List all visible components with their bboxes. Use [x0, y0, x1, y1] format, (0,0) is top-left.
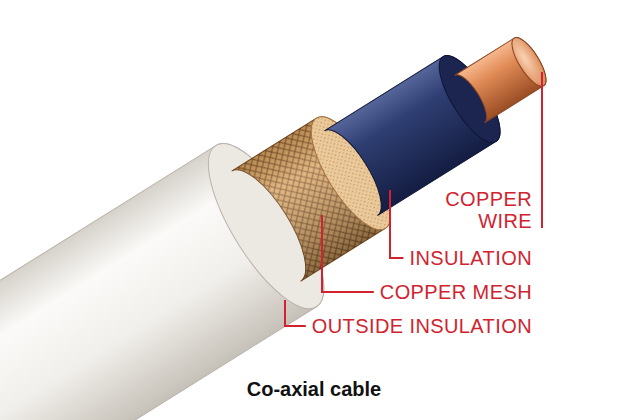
copper-wire	[455, 33, 552, 123]
cable-drawing	[0, 0, 588, 420]
leader-line	[322, 215, 374, 292]
figure-caption: Co-axial cable	[0, 378, 628, 401]
leader-line	[541, 72, 543, 228]
wire-face	[506, 33, 552, 91]
part-label: COPPER WIRE	[432, 188, 532, 232]
leader-line	[285, 300, 306, 326]
part-label: OUTSIDE INSULATION	[312, 315, 532, 337]
leader-line	[390, 190, 403, 258]
part-label: COPPER MESH	[380, 281, 532, 303]
part-label: INSULATION	[409, 247, 532, 269]
